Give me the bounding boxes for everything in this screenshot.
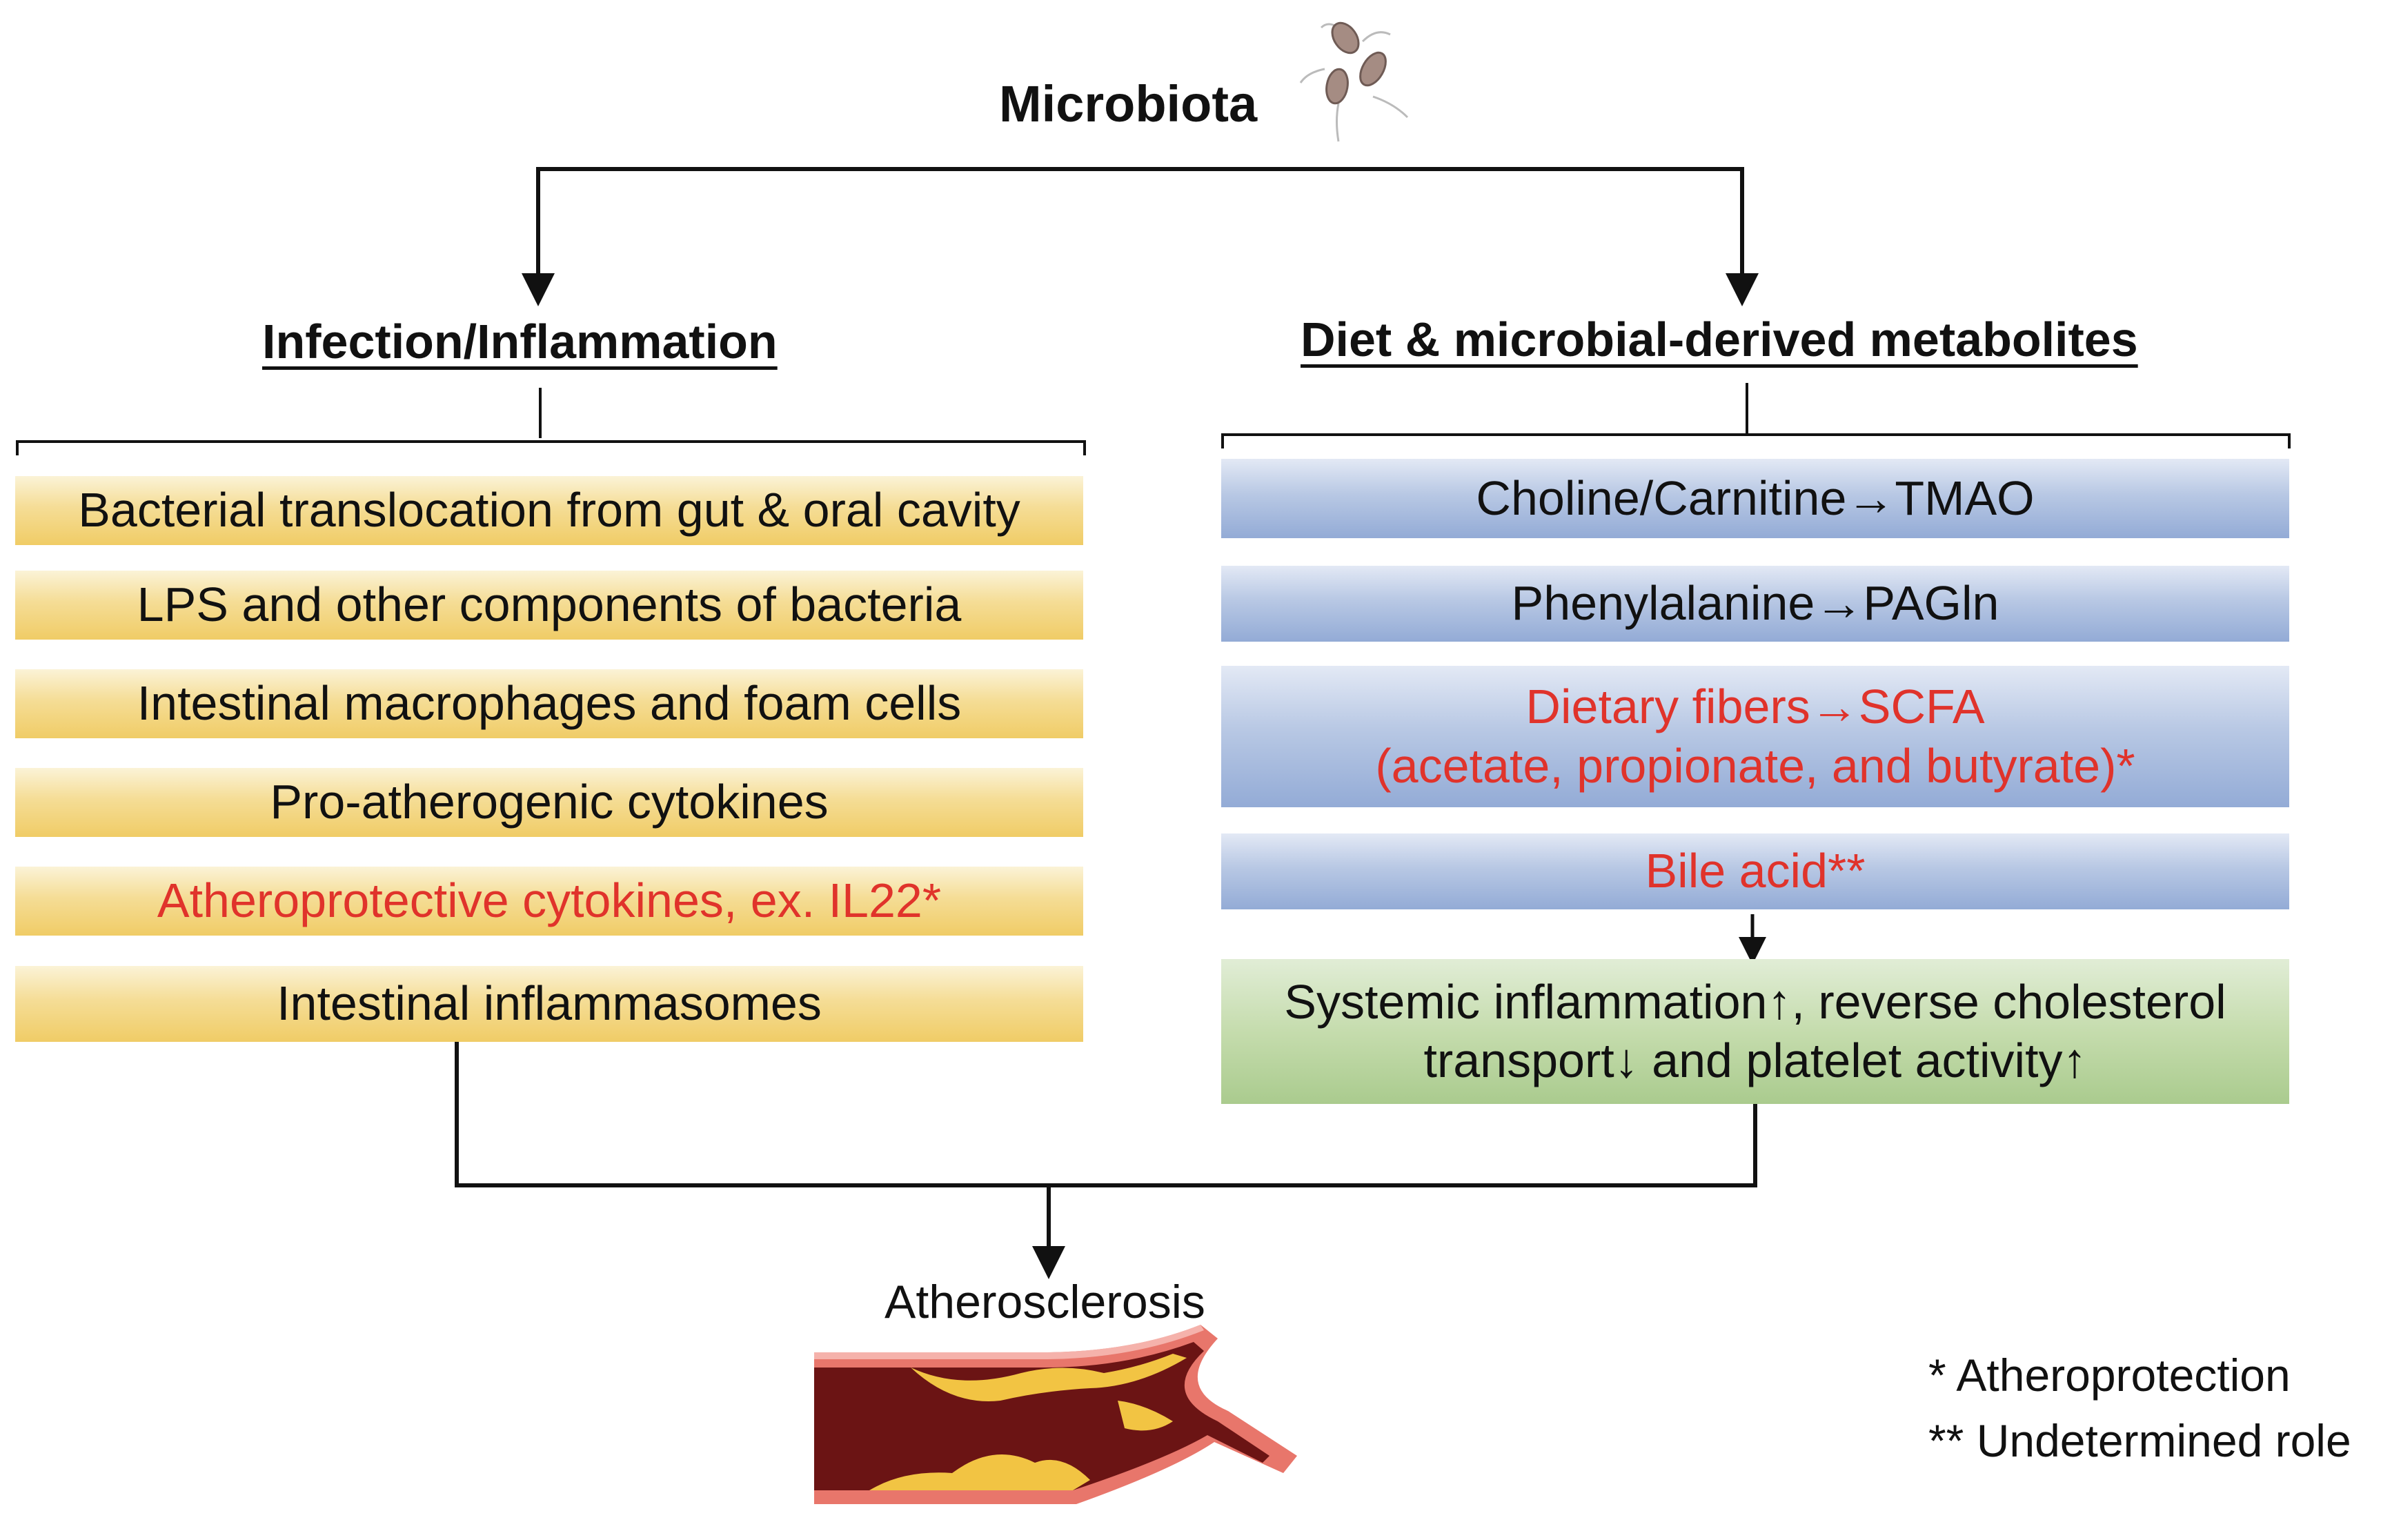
left-item-text: Intestinal macrophages and foam cells [137, 676, 962, 731]
left-bracket [16, 440, 1086, 455]
left-item-text: LPS and other components of bacteria [137, 578, 962, 632]
left-item-text: Pro-atherogenic cytokines [270, 775, 829, 829]
outcome-text-line1: Systemic inflammation↑, reverse choleste… [1284, 974, 2226, 1029]
outcome-text-line2: transport↓ and platelet activity↑ [1423, 1034, 2087, 1087]
right-item: Choline/Carnitine→TMAO [1221, 459, 2289, 538]
left-item-highlighted: Atheroprotective cytokines, ex. IL22* [15, 867, 1083, 936]
left-item: LPS and other components of bacteria [15, 571, 1083, 640]
legend-undetermined: ** Undetermined role [1928, 1415, 2351, 1466]
left-item-text: Atheroprotective cytokines, ex. IL22* [157, 873, 942, 928]
legend-atheroprotection: * Atheroprotection [1928, 1350, 2291, 1401]
left-item: Bacterial translocation from gut & oral … [15, 476, 1083, 545]
right-item-text: Choline/Carnitine→TMAO [1476, 471, 2035, 525]
left-item-text: Intestinal inflammasomes [277, 976, 822, 1031]
right-item-text: Phenylalanine→PAGln [1511, 576, 1999, 631]
right-item-text-line1: Dietary fibers→SCFA [1525, 680, 1985, 734]
right-heading: Diet & microbial-derived metabolites [1301, 313, 2138, 366]
artery-plaque-illustration [814, 1325, 1297, 1504]
bacteria-icon [1299, 21, 1409, 142]
right-item-highlighted: Dietary fibers→SCFA (acetate, propionate… [1221, 666, 2289, 807]
left-item: Intestinal inflammasomes [15, 966, 1083, 1042]
right-bracket [1221, 433, 2291, 448]
left-item-text: Bacterial translocation from gut & oral … [78, 483, 1020, 537]
outcome-box: Systemic inflammation↑, reverse choleste… [1221, 959, 2289, 1104]
right-item-text: Bile acid** [1645, 844, 1866, 898]
result-label: Atherosclerosis [885, 1276, 1205, 1328]
right-item-text-line2: (acetate, propionate, and butyrate)* [1375, 738, 2135, 793]
left-item: Intestinal macrophages and foam cells [15, 669, 1083, 738]
left-heading: Infection/Inflammation [262, 315, 778, 368]
left-item: Pro-atherogenic cytokines [15, 768, 1083, 837]
merge-connector [455, 1042, 1757, 1187]
page-title: Microbiota [999, 75, 1258, 132]
split-connector [536, 167, 1759, 306]
right-item: Phenylalanine→PAGln [1221, 566, 2289, 642]
right-item-highlighted: Bile acid** [1221, 833, 2289, 909]
